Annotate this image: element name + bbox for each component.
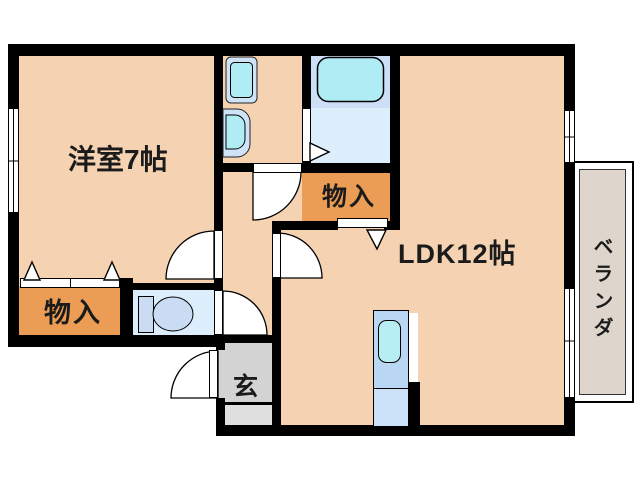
- bath-door-leaf: [302, 108, 311, 162]
- westernroom-door-leaf: [214, 230, 223, 279]
- wall-genkan-top: [223, 335, 272, 343]
- entrance-label: 玄: [233, 373, 259, 401]
- kitchen-counter-icon: [373, 310, 418, 427]
- closet-bottom-door: [20, 260, 122, 288]
- bathtub-icon: [316, 56, 385, 103]
- genkan-step-floor: [225, 405, 272, 425]
- window-west: [8, 108, 19, 213]
- toilet-door-leaf: [214, 290, 223, 335]
- wall-toilet-west: [120, 278, 133, 343]
- washing-machine-pan-icon: [225, 56, 258, 104]
- ldk-door-leaf: [272, 233, 281, 278]
- entrance-door-leaf: [209, 350, 218, 398]
- entrance-door-arc: [170, 350, 219, 399]
- wall-hallway-top: [223, 163, 253, 172]
- wall-right-lower: [564, 398, 575, 435]
- wall-right-upper: [564, 44, 575, 110]
- toilet-icon: [138, 296, 194, 333]
- wall-hall-ldk-lower: [272, 278, 281, 435]
- wall-genkan-left-upper: [216, 335, 225, 350]
- wall-bottom-main: [216, 425, 575, 436]
- wall-hall-ldk-upper: [272, 221, 281, 233]
- closet-bottom-label: 物入: [44, 298, 102, 328]
- ldk-label: LDK12帖: [398, 239, 517, 269]
- wall-right-mid: [564, 163, 575, 288]
- westernroom-door-arc: [165, 230, 215, 280]
- outside-area: [0, 347, 216, 480]
- veranda-label: ベランダ: [590, 236, 612, 344]
- bath-door-triangle: [309, 141, 331, 163]
- western-room-label: 洋室7帖: [68, 144, 168, 175]
- wall-bath-bottom: [302, 163, 400, 173]
- veranda-sliding-door: [564, 288, 575, 398]
- wall-bottom-left-section: [8, 335, 225, 347]
- wall-closettop-east: [390, 44, 400, 230]
- wall-sanitary-east-upper: [302, 44, 311, 108]
- closet-top-floor: [302, 173, 400, 221]
- wall-kitchen-stub: [408, 382, 420, 427]
- closet-top-label: 物入: [322, 183, 377, 211]
- toilet-door-arc: [222, 290, 268, 336]
- wall-hall-ldk-horizontal: [272, 221, 310, 230]
- wall-toilet-top: [127, 283, 223, 290]
- veranda-floor: [579, 169, 626, 395]
- wall-closettop-south-b: [384, 221, 400, 230]
- wall-top: [8, 44, 575, 56]
- sanitary-door-leaf: [253, 163, 302, 173]
- ldk-door-arc: [276, 232, 323, 279]
- closet-top-door: [337, 218, 388, 251]
- window-east: [564, 110, 575, 163]
- wall-closettop-south-a: [308, 221, 338, 230]
- sanitary-door-arc: [252, 171, 302, 221]
- washbasin-icon: [222, 108, 251, 158]
- wall-westernroom-east: [214, 44, 223, 230]
- wall-genkan-left-lower: [216, 398, 225, 428]
- genkan-step-line: [225, 402, 272, 405]
